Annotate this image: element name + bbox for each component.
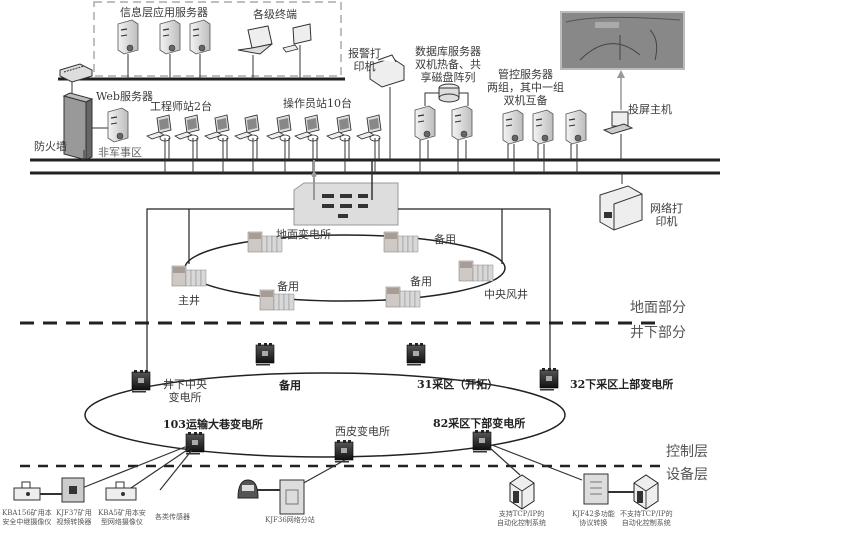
device-layer-label: 设备层 <box>666 467 708 483</box>
device-label-tcpip-system: 支持TCP/IP的自动化控制系统 <box>497 510 546 527</box>
projector-host-icon <box>602 111 634 135</box>
router-icon <box>59 63 93 83</box>
standby-underground-label: 备用 <box>279 379 301 392</box>
disk-array-icon <box>438 83 460 103</box>
standby-label-1: 备用 <box>434 233 456 246</box>
firewall-icon <box>62 92 94 161</box>
substation-kjf36-icon <box>279 479 305 515</box>
web-server-label: Web服务器 <box>96 90 153 103</box>
surface-substation-rack <box>293 182 399 226</box>
alarm-printer-label: 报警打印机 <box>348 47 381 73</box>
underground-part-label: 井下部分 <box>630 325 686 341</box>
switch-standby-1 <box>383 231 419 253</box>
main-shaft-label: 主井 <box>178 294 200 307</box>
rack-left-link <box>146 208 294 370</box>
operator-station-pc <box>204 114 230 173</box>
switch-central-air-shaft <box>458 260 494 282</box>
surface-part-label: 地面部分 <box>630 300 686 316</box>
node-32-mining <box>539 367 559 391</box>
control-server-1 <box>502 109 524 145</box>
non-tcpip-control-system-icon <box>633 474 659 510</box>
node-103-substation <box>185 431 205 455</box>
surface-ring <box>184 234 506 302</box>
camera-kba156-icon <box>13 481 41 501</box>
app-servers-label: 信息层应用服务器 <box>120 6 208 19</box>
db-server-label: 数据库服务器双机热备、共享磁盘阵列 <box>415 45 481 84</box>
central-air-shaft-label: 中央风井 <box>484 288 528 301</box>
node-82-substation <box>472 429 492 453</box>
central-substation-label: 井下中央变电所 <box>163 378 207 404</box>
operator-station-label: 操作员站10台 <box>283 97 352 110</box>
desktop-terminal-icon <box>282 23 312 53</box>
control-server-label: 管控服务器两组，其中一组双机互备 <box>487 68 564 107</box>
mining-31-label: 31采区（开拓） <box>417 378 499 391</box>
alarm-printer-icon <box>369 54 405 88</box>
switch-main-shaft <box>171 265 207 287</box>
engineer-station-pc <box>146 114 172 173</box>
network-printer-icon <box>599 185 643 231</box>
app-server-2 <box>159 19 181 55</box>
protocol-converter-kjf42-icon <box>583 473 609 505</box>
laptop-icon <box>237 25 273 55</box>
operator-station-pc <box>294 114 320 173</box>
web-server-icon <box>107 107 129 143</box>
dmz-label: 非军事区 <box>98 146 142 159</box>
operator-station-pc <box>356 114 382 173</box>
xipi-substation-label: 西皮变电所 <box>335 425 390 438</box>
device-label-kjf42: KJF42多功能协议转换 <box>572 510 615 527</box>
node-xipi-substation <box>334 439 354 463</box>
surface-substation-label: 地面变电所 <box>276 228 331 241</box>
terminals-label: 各级终端 <box>253 8 297 21</box>
db-server-1 <box>414 105 436 141</box>
sensor-icon <box>237 479 259 499</box>
mining-32-label: 32下采区上部变电所 <box>570 378 674 391</box>
app-server-group-box <box>93 1 342 77</box>
rack-right-link <box>398 208 551 370</box>
device-label-non-tcpip-system: 不支持TCP/IP的自动化控制系统 <box>620 510 673 527</box>
projector-host-label: 投屏主机 <box>628 103 672 116</box>
device-label-sensors: 各类传感器 <box>155 513 190 521</box>
operator-station-pc <box>326 114 352 173</box>
node-standby <box>255 342 275 366</box>
engineer-station-label: 工程师站2台 <box>150 100 212 113</box>
underground-ring <box>84 372 566 458</box>
node-31-mining <box>406 342 426 366</box>
tcpip-control-system-icon <box>509 474 535 510</box>
standby-label-2: 备用 <box>277 280 299 293</box>
device-label-kjf36: KJF36网络分站 <box>265 516 315 524</box>
engineer-station-pc <box>174 114 200 173</box>
app-server-3 <box>189 19 211 55</box>
device-label-kba5: KBA5矿用本安型网络摄像仪 <box>98 509 146 526</box>
switch-standby-3 <box>385 286 421 308</box>
substation-82-label: 82采区下部变电所 <box>433 417 526 430</box>
app-server-1 <box>117 19 139 55</box>
firewall-label: 防火墙 <box>34 140 67 153</box>
device-label-kjf37: KJF37矿用视频转换器 <box>56 509 92 526</box>
device-label-kba156: KBA156矿用本安全中继摄像仪 <box>2 509 52 526</box>
display-wall-screen <box>560 11 685 70</box>
control-server-2 <box>532 109 554 145</box>
camera-kba5-icon <box>105 481 137 501</box>
converter-kjf37-icon <box>61 477 85 503</box>
network-printer-label: 网络打印机 <box>650 202 683 228</box>
control-server-3 <box>565 109 587 145</box>
switch-standby-2 <box>259 289 295 311</box>
control-layer-label: 控制层 <box>666 444 708 460</box>
node-central-substation <box>131 369 151 393</box>
operator-station-pc <box>234 114 260 173</box>
operator-station-pc <box>266 114 292 173</box>
substation-103-label: 103运输大巷变电所 <box>163 418 263 431</box>
db-server-2 <box>451 105 473 141</box>
standby-label-3: 备用 <box>410 275 432 288</box>
